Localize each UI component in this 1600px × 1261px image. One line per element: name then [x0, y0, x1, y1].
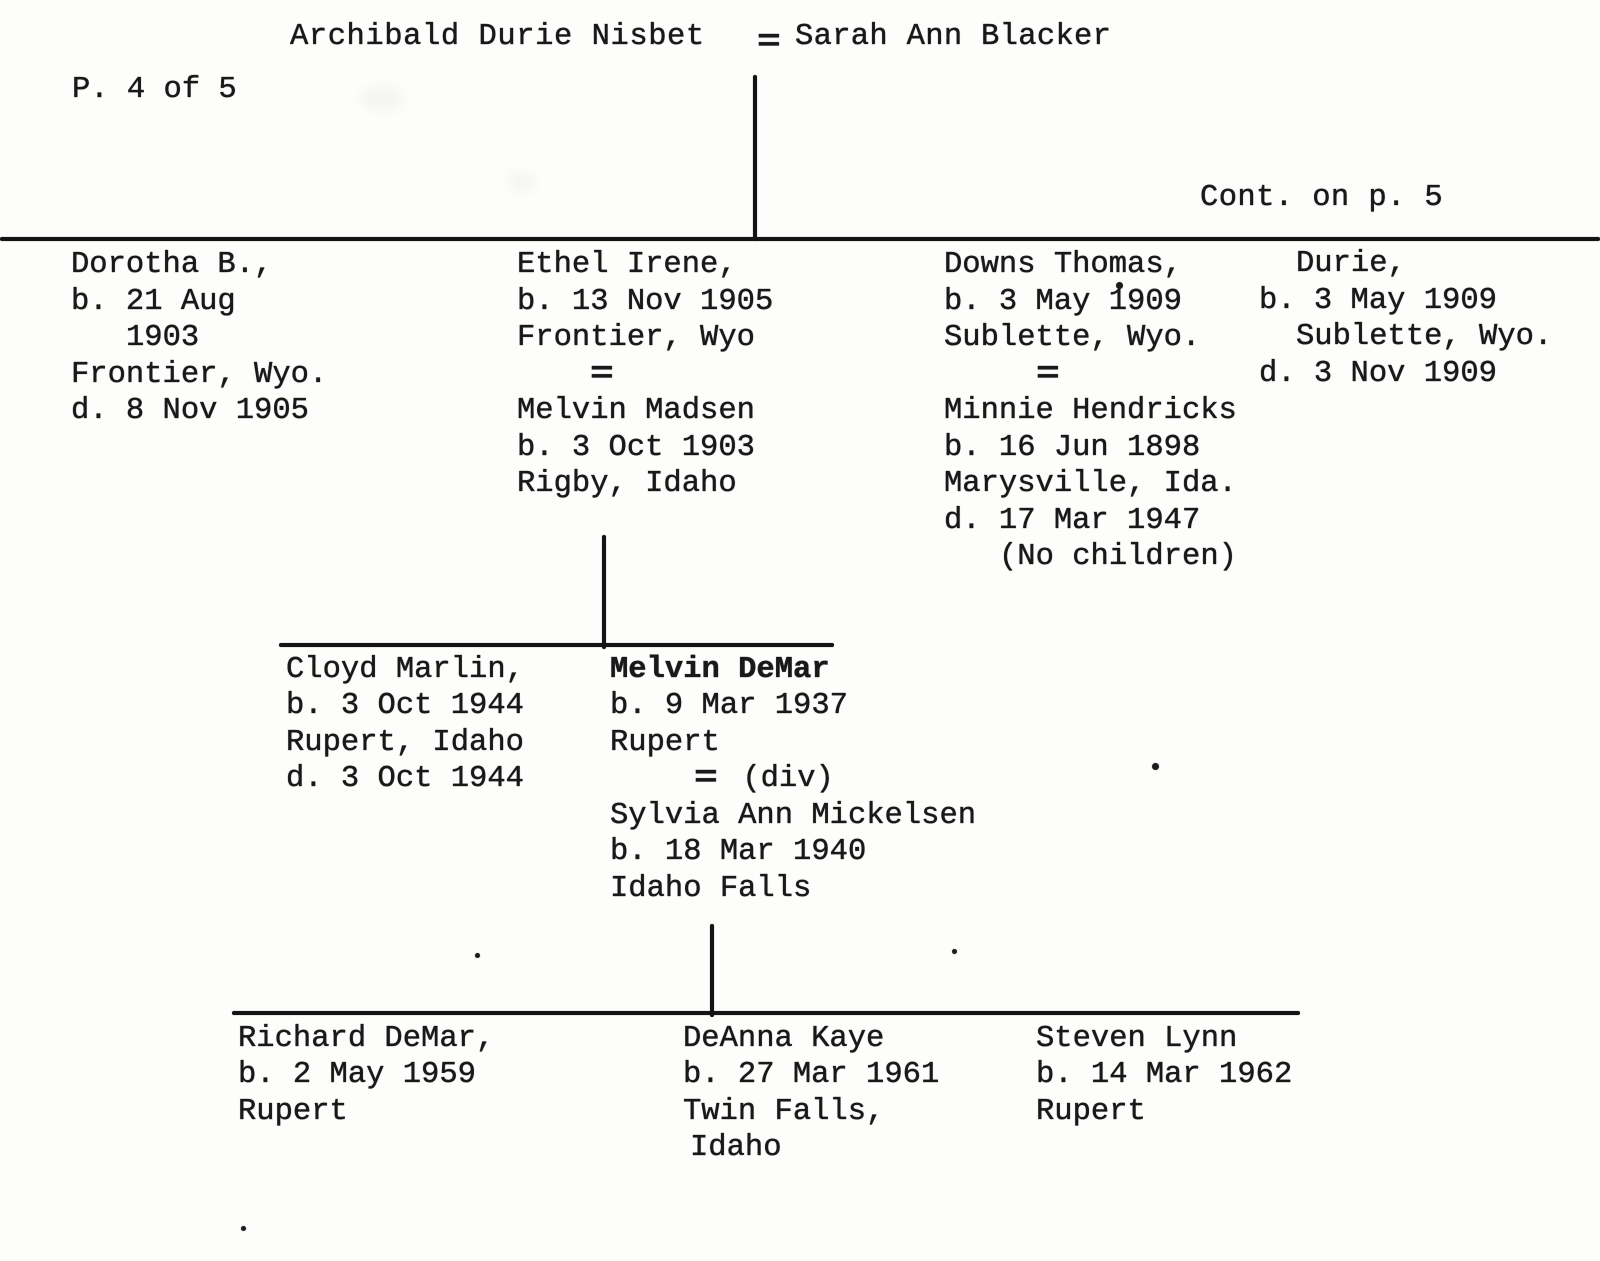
person-line: b. 3 Oct 1944: [286, 689, 524, 723]
person-deanna: DeAnna Kaye b. 27 Mar 1961 Twin Falls, I…: [683, 1021, 940, 1167]
person-line: b. 27 Mar 1961: [683, 1058, 940, 1092]
scan-speck: [952, 949, 957, 954]
father-name: Archibald Durie Nisbet: [290, 19, 705, 54]
scan-speck: [475, 953, 480, 958]
person-line: Durie,: [1296, 247, 1406, 281]
mother-name: Sarah Ann Blacker: [795, 19, 1112, 54]
person-line: b. 9 Mar 1937: [610, 689, 848, 723]
person-line: Rupert: [1036, 1094, 1146, 1129]
person-line: b. 2 May 1959: [238, 1058, 476, 1092]
person-line: Dorotha B.,: [71, 248, 273, 282]
person-line: d. 8 Nov 1905: [71, 394, 309, 428]
generation3-sibling-line: [279, 642, 834, 647]
generation4-sibling-line: [232, 1010, 1300, 1015]
scan-smudge: [360, 85, 404, 111]
person-line: Rigby, Idaho: [517, 467, 737, 501]
person-line: Idaho: [690, 1131, 782, 1165]
person-line: Melvin DeMar: [610, 652, 830, 687]
marriage-equals-sign: =: [590, 357, 614, 392]
marriage-equals-sign: =: [694, 762, 718, 796]
person-line: Rupert: [238, 1094, 348, 1129]
parents-descent-line: [753, 75, 757, 241]
note-line: (No children): [999, 540, 1237, 574]
ethel-descent-line: [602, 535, 606, 649]
marriage-equals-sign: =: [757, 26, 781, 60]
person-richard: Richard DeMar, b. 2 May 1959 Rupert: [238, 1021, 495, 1131]
person-steven: Steven Lynn b. 14 Mar 1962 Rupert: [1036, 1021, 1293, 1131]
person-line: d. 3 Oct 1944: [286, 762, 524, 796]
page-number-label: P. 4 of 5: [72, 72, 237, 107]
person-line: DeAnna Kaye: [683, 1021, 885, 1056]
scan-speck: [1152, 763, 1159, 770]
person-line: b. 14 Mar 1962: [1036, 1058, 1293, 1092]
person-line: b. 16 Jun 1898: [944, 430, 1201, 465]
scan-smudge: [508, 172, 536, 192]
person-line: Rupert, Idaho: [286, 725, 524, 760]
marriage-line: = (div): [610, 761, 976, 798]
scan-speck: [241, 1226, 246, 1231]
marriage-equals-sign: =: [1036, 357, 1060, 392]
person-line: Sylvia Ann Mickelsen: [610, 798, 977, 833]
person-line: Richard DeMar,: [238, 1021, 495, 1056]
person-line: b. 3 May 1909: [944, 284, 1182, 319]
person-line: Marysville, Ida.: [944, 467, 1237, 501]
person-line: Sublette, Wyo.: [944, 321, 1201, 355]
person-line: b. 21 Aug: [71, 284, 236, 319]
generation2-sibling-line: [0, 236, 1600, 241]
marriage-line: =: [517, 357, 773, 394]
person-line: b. 3 Oct 1903: [517, 430, 755, 465]
person-ethel: Ethel Irene, b. 13 Nov 1905 Frontier, Wy…: [517, 247, 774, 503]
person-line: Twin Falls,: [683, 1094, 885, 1129]
person-line: 1903: [126, 321, 200, 355]
person-cloyd: Cloyd Marlin, b. 3 Oct 1944 Rupert, Idah…: [286, 652, 524, 798]
melvin-descent-line: [710, 924, 714, 1017]
person-line: b. 3 May 1909: [1259, 283, 1497, 318]
person-melvin-demar: Melvin DeMar b. 9 Mar 1937 Rupert = (div)…: [610, 652, 976, 908]
person-line: Downs Thomas,: [944, 248, 1182, 282]
person-downs: Downs Thomas, b. 3 May 1909 Sublette, Wy…: [944, 247, 1237, 576]
person-line: Ethel Irene,: [517, 248, 737, 282]
person-line: Cloyd Marlin,: [286, 652, 524, 687]
person-line: Frontier, Wyo: [517, 321, 755, 355]
person-line: d. 3 Nov 1909: [1259, 356, 1497, 391]
person-line: Sublette, Wyo.: [1296, 320, 1553, 354]
person-line: Minnie Hendricks: [944, 394, 1237, 428]
person-line: b. 13 Nov 1905: [517, 284, 774, 319]
marriage-line: =: [944, 357, 1237, 394]
person-line: Rupert: [610, 725, 720, 760]
person-line: Steven Lynn: [1036, 1021, 1238, 1056]
person-dorotha: Dorotha B., b. 21 Aug 1903 Frontier, Wyo…: [71, 247, 328, 430]
person-line: b. 18 Mar 1940: [610, 835, 867, 869]
person-line: Idaho Falls: [610, 871, 812, 906]
person-line: Melvin Madsen: [517, 394, 755, 428]
scan-speck: [1116, 282, 1123, 289]
person-line: Frontier, Wyo.: [71, 357, 328, 392]
person-line: d. 17 Mar 1947: [944, 503, 1201, 538]
divorce-note: (div): [742, 762, 834, 796]
continuation-label: Cont. on p. 5: [1200, 180, 1444, 215]
person-durie: Durie, b. 3 May 1909 Sublette, Wyo. d. 3…: [1259, 246, 1553, 392]
